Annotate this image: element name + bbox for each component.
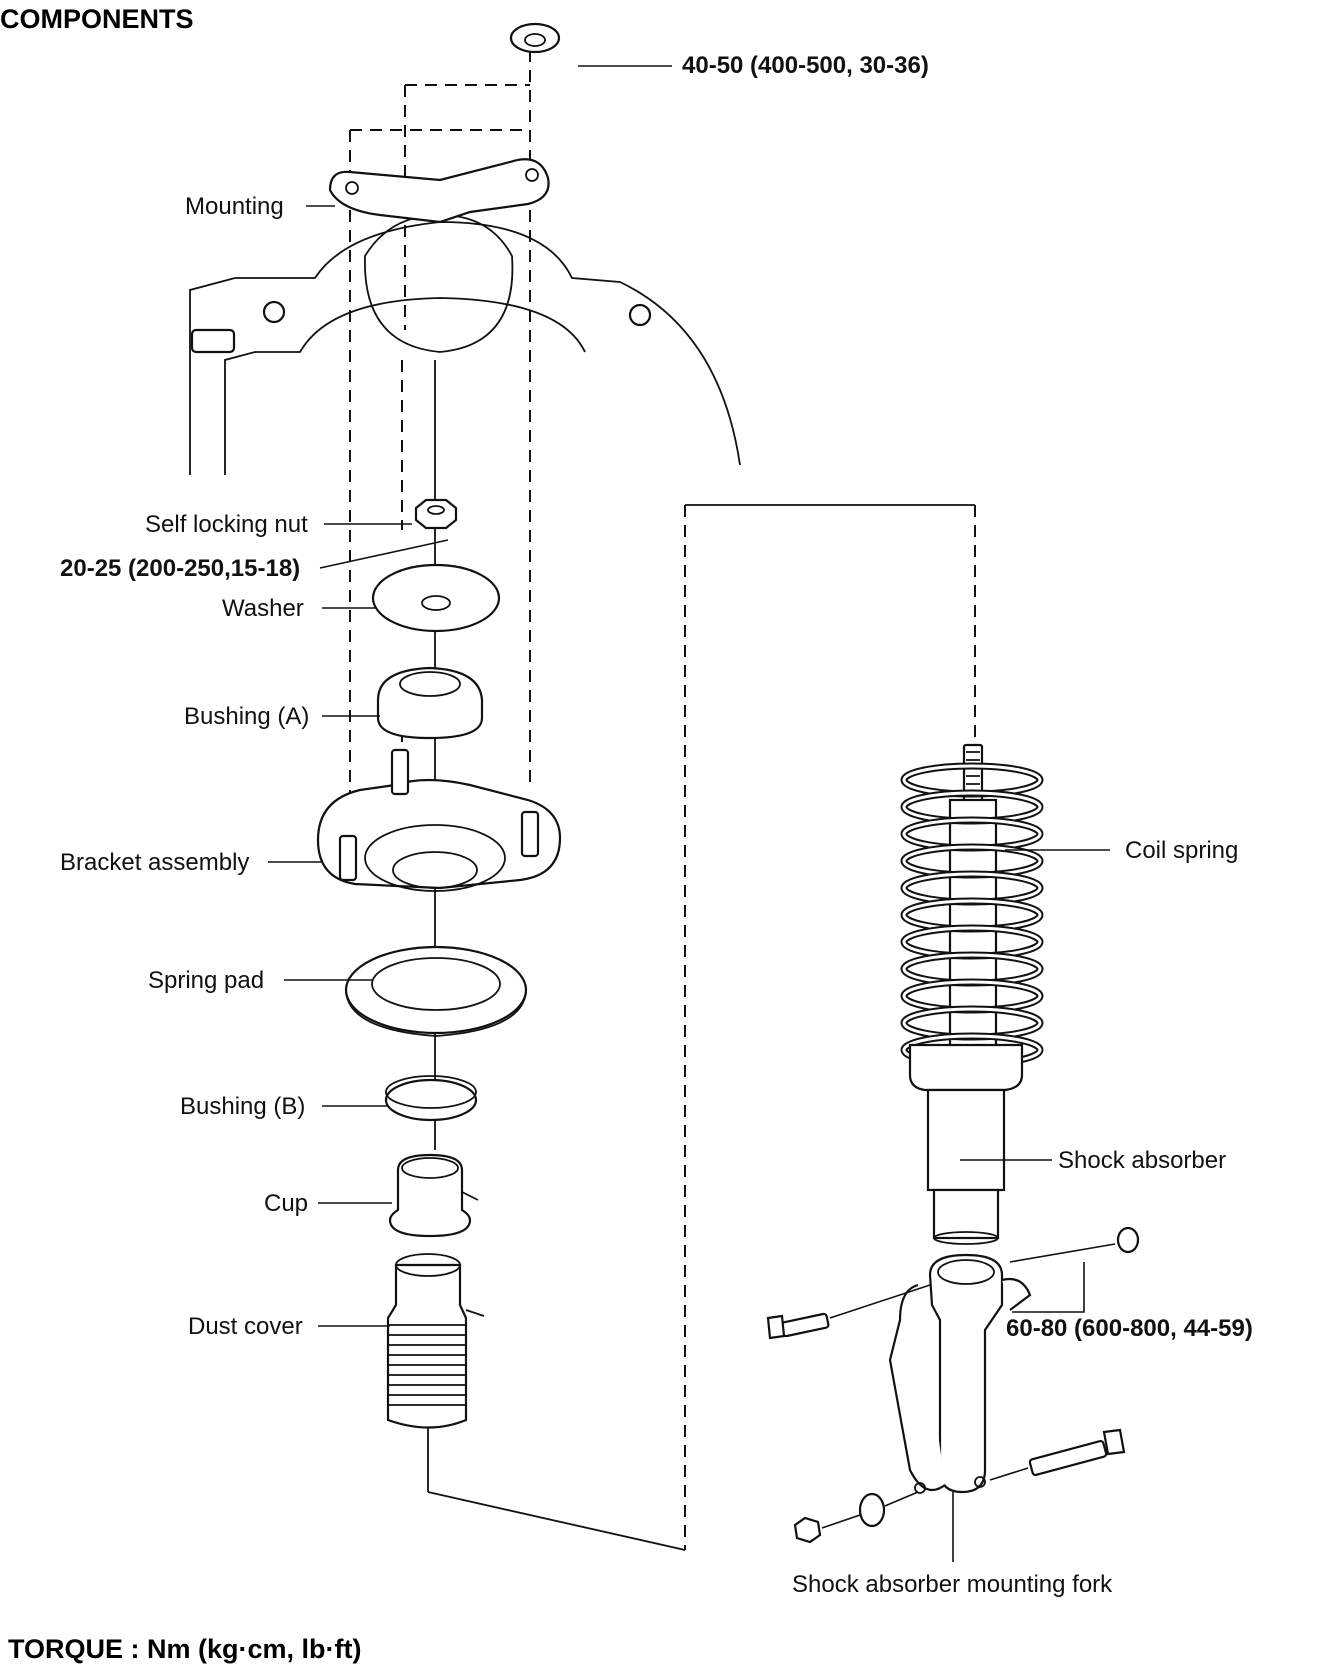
bushing-b — [384, 1075, 478, 1122]
label-shock-absorber: Shock absorber — [1058, 1147, 1226, 1174]
label-cup: Cup — [264, 1190, 308, 1217]
header-title: COMPONENTS — [0, 4, 194, 34]
label-mounting-fork: Shock absorber mounting fork — [792, 1571, 1113, 1598]
label-bracket-assembly: Bracket assembly — [60, 849, 249, 876]
label-torque-nut: 20-25 (200-250,15-18) — [60, 555, 300, 582]
self-locking-nut — [414, 498, 458, 530]
fork-bolts-and-nuts — [766, 1226, 1140, 1544]
label-bushing-a: Bushing (A) — [184, 703, 309, 730]
coil-spring — [900, 743, 1044, 1068]
label-mounting: Mounting — [185, 193, 284, 220]
bushing-a — [376, 666, 484, 740]
label-spring-pad: Spring pad — [148, 967, 264, 994]
dust-cover — [386, 1253, 485, 1429]
mounting-plate — [328, 158, 550, 224]
label-washer: Washer — [222, 595, 304, 622]
label-dust-cover: Dust cover — [188, 1313, 303, 1340]
cap-nut — [509, 22, 561, 54]
leader-torque-nut — [319, 539, 449, 569]
cup — [388, 1153, 479, 1238]
label-bushing-b: Bushing (B) — [180, 1093, 305, 1120]
label-torque-top: 40-50 (400-500, 30-36) — [682, 52, 929, 79]
label-coil-spring: Coil spring — [1125, 837, 1238, 864]
label-torque-fork: 60-80 (600-800, 44-59) — [1006, 1315, 1253, 1342]
leader-torque-fork — [1012, 1262, 1085, 1313]
mounting-fork — [888, 1253, 1032, 1494]
label-self-locking-nut: Self locking nut — [145, 511, 308, 538]
bracket-assembly — [316, 748, 562, 892]
washer — [371, 563, 501, 633]
footer-torque-unit: TORQUE : Nm (kg·cm, lb·ft) — [8, 1634, 362, 1664]
strut-tower-body — [189, 214, 741, 475]
spring-pad — [344, 945, 528, 1037]
shock-absorber — [908, 1043, 1024, 1245]
alignment-lines — [349, 50, 976, 1551]
